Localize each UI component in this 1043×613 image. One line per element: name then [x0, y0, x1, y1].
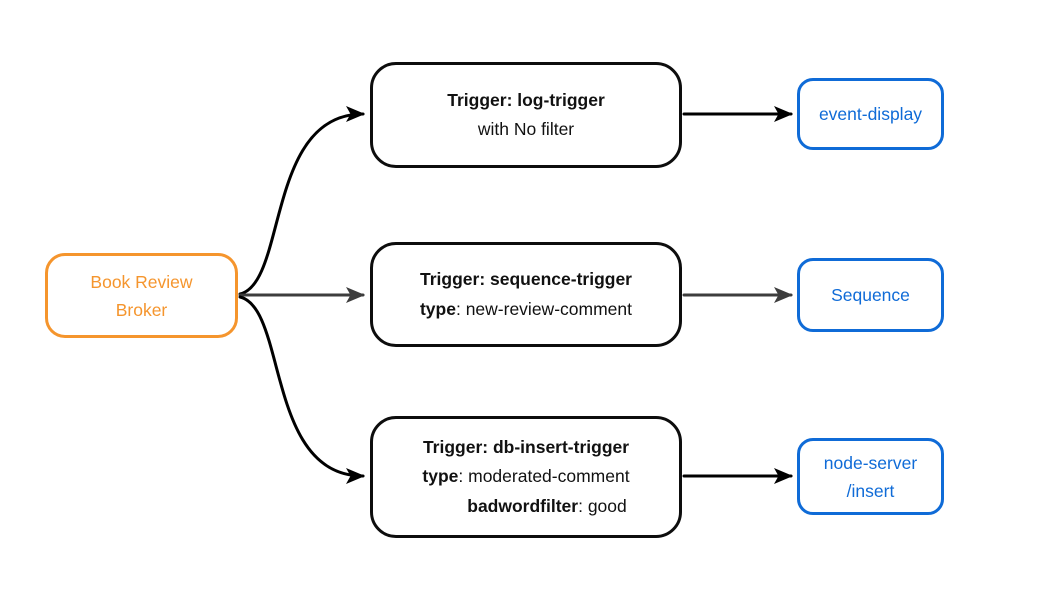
trigger-detail: type: new-review-comment — [420, 295, 632, 325]
trigger-detail: with No filter — [478, 115, 574, 145]
broker-label-line2: Broker — [115, 299, 168, 320]
trigger-title: Trigger: log-trigger — [447, 89, 605, 110]
trigger-node-sequence-trigger: Trigger: sequence-trigger type: new-revi… — [370, 242, 682, 347]
arrow-broker-to-db-insert-trigger — [238, 295, 365, 484]
trigger-detail: badwordfilter: good — [467, 492, 627, 522]
trigger-detail-value: : new-review-comment — [455, 298, 632, 319]
sink-node-node-server: node-server /insert — [797, 438, 944, 515]
sink-node-sequence: Sequence — [797, 258, 944, 332]
trigger-title: Trigger: db-insert-trigger — [422, 436, 630, 457]
trigger-node-db-insert-trigger: Trigger: db-insert-trigger type: moderat… — [370, 416, 682, 538]
trigger-title: Trigger: sequence-trigger — [420, 269, 632, 289]
arrow-broker-to-log-trigger — [238, 106, 365, 296]
trigger-detail-value: : moderated-comment — [458, 466, 630, 487]
sink-label-line2: /insert — [846, 480, 895, 501]
sink-label: event-display — [818, 104, 923, 124]
trigger-node-log-trigger: Trigger: log-trigger with No filter — [370, 62, 682, 168]
trigger-detail-value: : good — [578, 495, 627, 516]
trigger-detail: type: moderated-comment — [422, 462, 629, 492]
trigger-detail-key: badwordfilter — [467, 495, 579, 516]
trigger-detail-key: type — [422, 466, 459, 487]
sink-label-line1: node-server — [823, 452, 918, 473]
sink-label: Sequence — [831, 285, 910, 305]
trigger-detail-value: with No filter — [477, 119, 575, 139]
sink-node-event-display: event-display — [797, 78, 944, 150]
trigger-detail-key: type — [419, 298, 456, 319]
broker-node: Book Review Broker — [45, 253, 238, 338]
broker-label-line1: Book Review — [90, 271, 193, 292]
